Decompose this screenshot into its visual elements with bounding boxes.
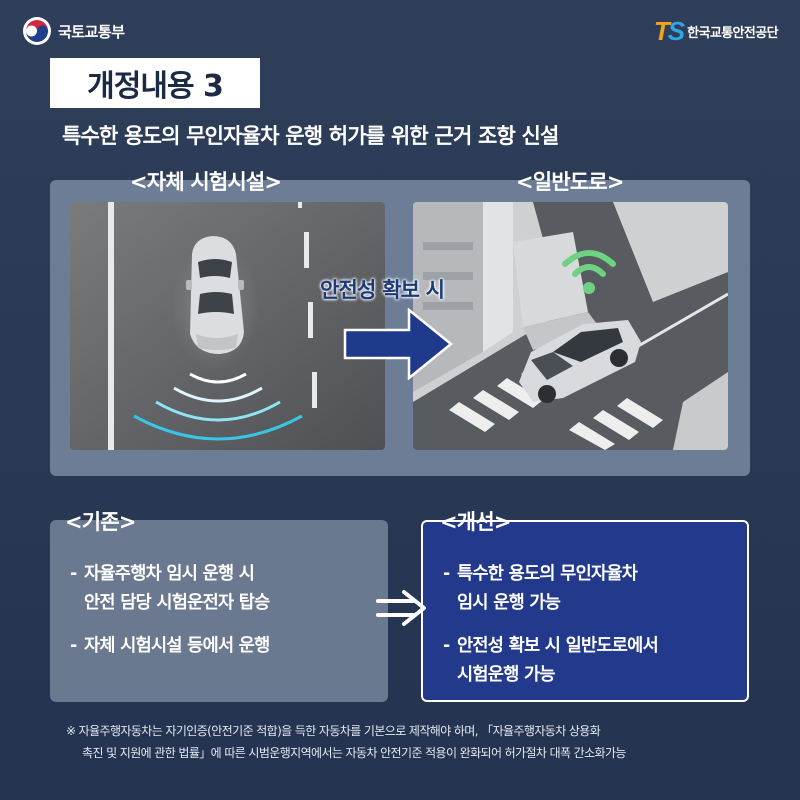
improved-rule-line: 안전성 확보 시 일반도로에서: [457, 636, 659, 656]
org-logo-mark: TS: [653, 16, 685, 46]
existing-rules-box: - 자율주행차 임시 운행 시 안전 담당 시험운전자 탑승 - 자체 시험시설…: [50, 520, 388, 702]
existing-rule-item: - 자율주행차 임시 운행 시 안전 담당 시험운전자 탑승: [70, 560, 376, 618]
public-road-image: [413, 202, 728, 450]
existing-rule-line: 자율주행차 임시 운행 시: [84, 564, 255, 584]
double-arrow-right-icon: [376, 590, 426, 626]
test-facility-label: <자체 시험시설>: [130, 170, 282, 194]
improved-rule-line: 임시 운행 가능: [457, 593, 561, 613]
ministry-logo-group: 국토교통부: [22, 16, 125, 46]
existing-rule-line: 자체 시험시설 등에서 운행: [84, 636, 270, 656]
test-track-image: [70, 202, 385, 450]
improved-rule-line: 특수한 용도의 무인자율차: [457, 564, 638, 584]
wireless-signal-icon: [562, 250, 616, 294]
bullet-dash: -: [70, 564, 77, 584]
footnote-line-2: 촉진 및 지원에 관한 법률」에 따른 시범운행지역에서는 자동차 안전기준 적…: [82, 746, 626, 760]
test-facility-illustration: [70, 202, 385, 450]
improved-rules-label: <개선>: [440, 510, 511, 534]
ministry-name: 국토교통부: [58, 22, 125, 41]
improved-rule-item: - 특수한 용도의 무인자율차 임시 운행 가능: [443, 560, 735, 618]
org-name: 한국교통안전공단: [687, 25, 778, 41]
improved-rule-line: 시험운행 가능: [457, 665, 555, 685]
public-road-label: <일반도로>: [516, 170, 624, 194]
arrow-right-icon: [343, 308, 453, 380]
section-title: 개정내용 3: [50, 58, 260, 108]
bullet-dash: -: [70, 636, 77, 656]
bullet-dash: -: [443, 564, 450, 584]
section-subtitle: 특수한 용도의 무인자율차 운행 허가를 위한 근거 조항 신설: [62, 124, 559, 148]
footnote: ※ 자율주행자동차는 자기인증(안전기준 적합)을 득한 자동차를 기본으로 제…: [66, 720, 766, 764]
public-road-illustration: [413, 202, 728, 450]
existing-rule-item: - 자체 시험시설 등에서 운행: [70, 632, 376, 661]
existing-rules-label: <기존>: [65, 510, 136, 534]
bullet-dash: -: [443, 636, 450, 656]
transition-label: 안전성 확보 시: [320, 278, 445, 302]
org-logo-group: TS 한국교통안전공단: [653, 16, 779, 46]
footnote-line-1: ※ 자율주행자동차는 자기인증(안전기준 적합)을 득한 자동차를 기본으로 제…: [66, 724, 601, 738]
existing-rule-line: 안전 담당 시험운전자 탑승: [84, 593, 270, 613]
taegeuk-emblem-icon: [23, 17, 51, 45]
improved-rule-item: - 안전성 확보 시 일반도로에서 시험운행 가능: [443, 632, 735, 690]
improved-rules-box: - 특수한 용도의 무인자율차 임시 운행 가능 - 안전성 확보 시 일반도로…: [421, 520, 749, 702]
